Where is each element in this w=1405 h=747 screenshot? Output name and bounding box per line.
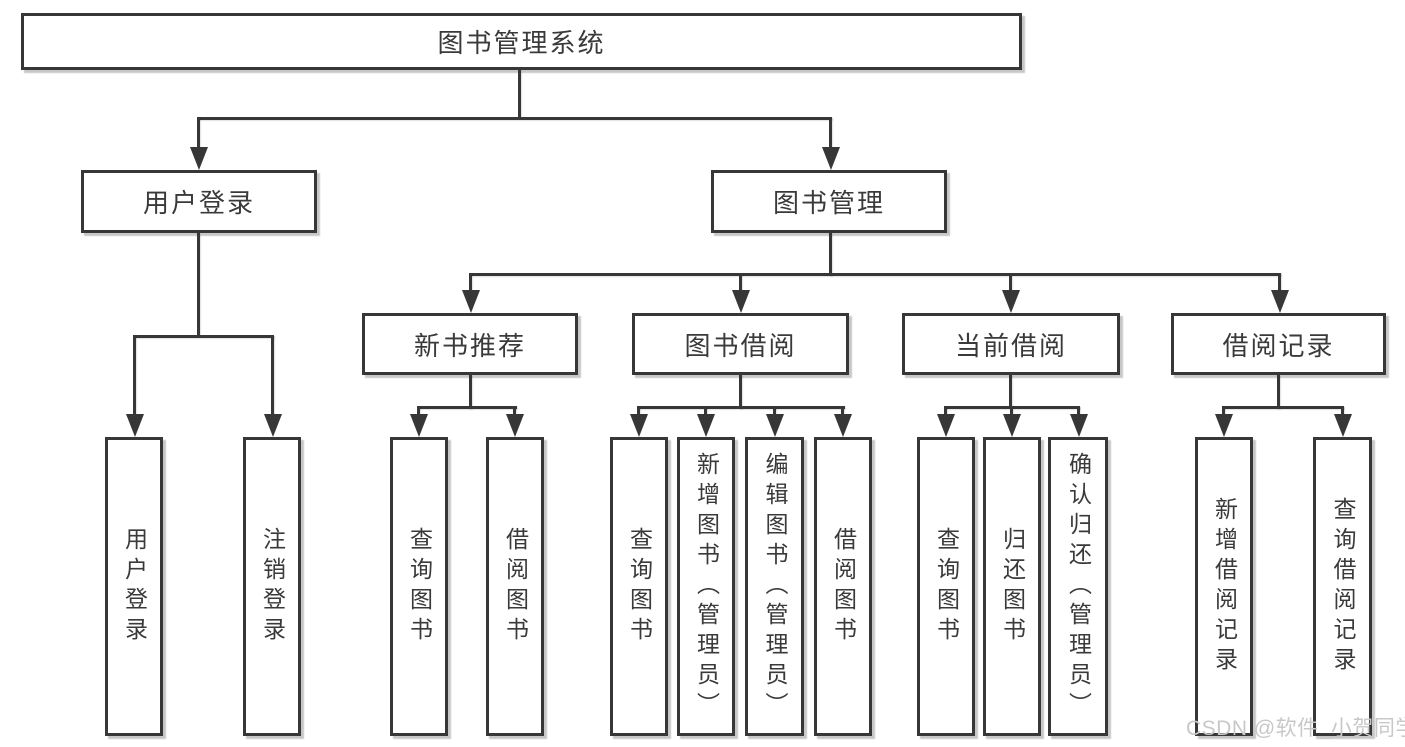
arrow-head <box>766 414 784 437</box>
node-label: 注销登录 <box>259 526 286 647</box>
connector-line <box>829 117 832 150</box>
node-label: 编辑图书（管理员） <box>762 451 788 722</box>
watermark: CSDN @软件_小贺同学 <box>1186 717 1405 740</box>
arrow-head <box>822 147 840 170</box>
node-cb-return-books: 归还图书 <box>983 437 1041 736</box>
node-label: 新增借阅记录 <box>1211 496 1238 677</box>
connector-line <box>1010 406 1013 418</box>
node-label: 确认归还（管理员） <box>1065 451 1092 722</box>
node-library-management-system: 图书管理系统 <box>21 13 1022 70</box>
node-cb-confirm-return-admin: 确认归还（管理员） <box>1048 437 1108 736</box>
connector-line <box>739 273 742 293</box>
arrow-head <box>1215 414 1233 437</box>
arrow-head <box>190 147 208 170</box>
arrow-head <box>1002 290 1020 313</box>
node-label: 借阅图书 <box>502 526 529 647</box>
arrow-head <box>1070 414 1088 437</box>
connector-line <box>704 406 707 418</box>
node-book-borrowing: 图书借阅 <box>632 313 849 375</box>
connector-line <box>944 406 947 418</box>
node-br-add-borrow-record: 新增借阅记录 <box>1195 437 1253 736</box>
connector-line <box>417 406 517 409</box>
arrow-head <box>462 290 480 313</box>
connector-line <box>1009 375 1012 409</box>
connector-line <box>197 117 200 150</box>
node-bb-query-books: 查询图书 <box>610 437 668 736</box>
connector-line <box>133 335 274 338</box>
arrow-head <box>264 414 282 437</box>
node-label: 查询图书 <box>406 526 433 647</box>
node-label: 借阅图书 <box>830 526 857 647</box>
node-label: 归还图书 <box>999 526 1026 647</box>
node-label: 用户登录 <box>121 526 148 647</box>
connector-line <box>469 273 472 293</box>
connector-line <box>1277 375 1280 409</box>
node-book-management: 图书管理 <box>711 170 947 233</box>
connector-line <box>773 406 776 418</box>
node-bb-borrow-books: 借阅图书 <box>814 437 872 736</box>
node-nb-query-books: 查询图书 <box>390 437 448 736</box>
node-borrowing-records: 借阅记录 <box>1171 313 1386 375</box>
connector-line <box>469 273 1281 276</box>
connector-line <box>1278 273 1281 293</box>
connector-line <box>1341 406 1344 418</box>
connector-line <box>637 406 640 418</box>
connector-line <box>513 406 516 418</box>
node-user-login: 用户登录 <box>81 170 317 233</box>
node-nb-borrow-books: 借阅图书 <box>486 437 544 736</box>
node-br-query-borrow-record: 查询借阅记录 <box>1313 437 1372 736</box>
connector-line <box>133 335 136 415</box>
connector-line <box>417 406 420 418</box>
node-user-login-action: 用户登录 <box>105 437 163 736</box>
arrow-head <box>630 414 648 437</box>
connector-line <box>739 375 742 409</box>
arrow-head <box>937 414 955 437</box>
connector-line <box>637 406 845 409</box>
node-label: 查询借阅记录 <box>1330 496 1356 677</box>
node-logout: 注销登录 <box>243 437 301 736</box>
node-cb-query-books: 查询图书 <box>917 437 975 736</box>
arrow-head <box>126 414 144 437</box>
connector-line <box>1222 406 1344 409</box>
connector-line <box>829 233 832 276</box>
arrow-head <box>834 414 852 437</box>
connector-line <box>1009 273 1012 293</box>
node-bb-add-books-admin: 新增图书（管理员） <box>677 437 735 736</box>
node-bb-edit-books-admin: 编辑图书（管理员） <box>745 437 804 736</box>
connector-line <box>271 335 274 415</box>
connector-line <box>1222 406 1225 418</box>
connector-line <box>1077 406 1080 418</box>
connector-line <box>841 406 844 418</box>
node-label: 查询图书 <box>933 526 960 647</box>
node-label: 新增图书（管理员） <box>693 451 720 722</box>
node-label: 查询图书 <box>626 526 653 647</box>
node-current-borrowing: 当前借阅 <box>902 313 1120 375</box>
connector-line <box>518 70 521 118</box>
connector-line <box>469 375 472 409</box>
arrow-head <box>1271 290 1289 313</box>
arrow-head <box>697 414 715 437</box>
connector-line <box>197 233 200 337</box>
arrow-head <box>410 414 428 437</box>
arrow-head <box>732 290 750 313</box>
node-new-book-recommendation: 新书推荐 <box>362 313 578 375</box>
arrow-head <box>506 414 524 437</box>
connector-line <box>197 117 832 120</box>
arrow-head <box>1003 414 1021 437</box>
arrow-head <box>1334 414 1352 437</box>
